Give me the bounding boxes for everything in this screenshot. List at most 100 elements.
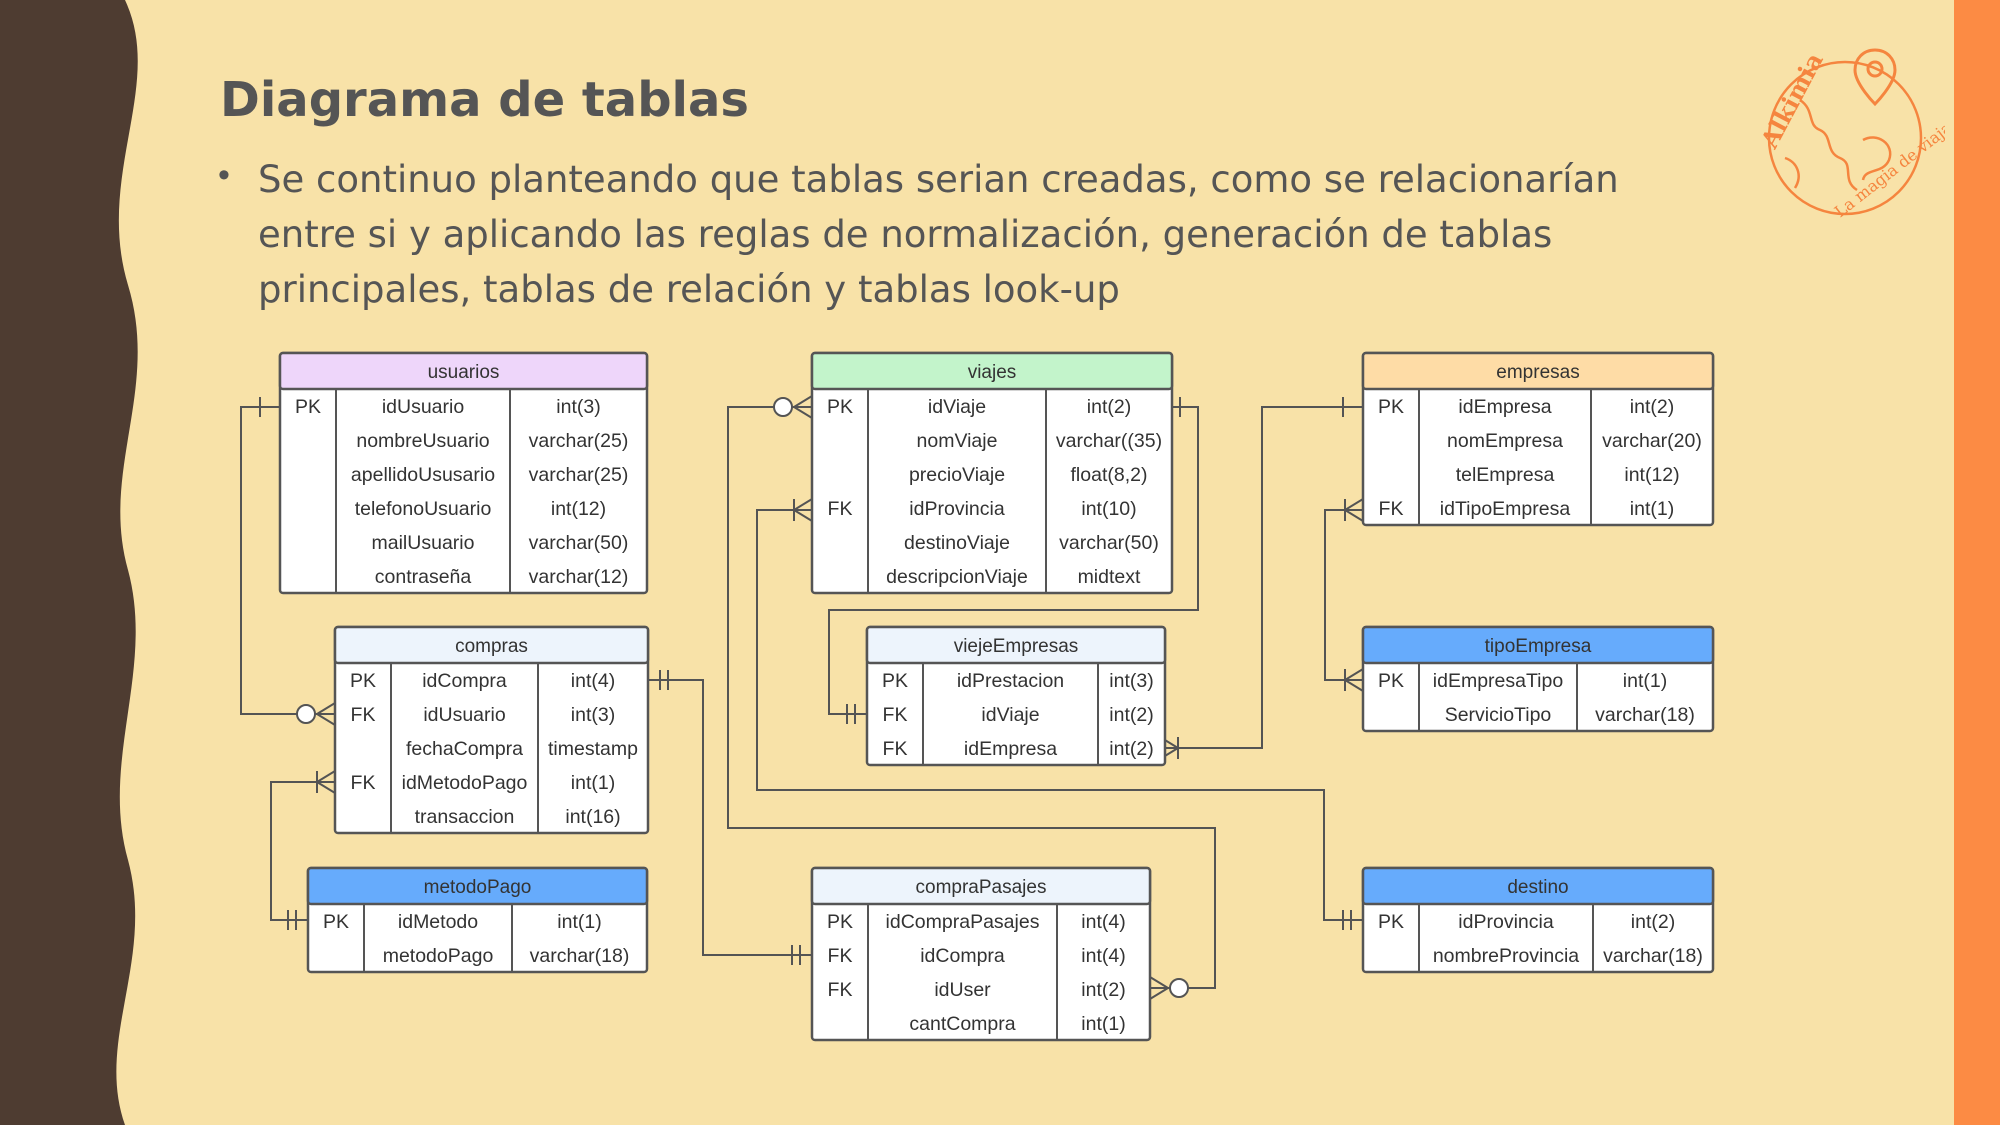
field-name-cell: idCompra xyxy=(422,670,507,692)
field-type-cell: int(2) xyxy=(1081,979,1125,1001)
field-name-cell: nombreProvincia xyxy=(1433,945,1579,967)
zero-many-marker xyxy=(773,395,813,419)
field-name-cell: ServicioTipo xyxy=(1445,704,1552,726)
zero-many-marker xyxy=(1149,976,1189,1000)
one-many-marker xyxy=(316,770,336,794)
table-title: tipoEmpresa xyxy=(1485,636,1592,657)
field-type-cell: varchar(18) xyxy=(530,945,630,967)
field-type-cell: int(2) xyxy=(1109,704,1153,726)
key-cell: PK xyxy=(827,911,853,933)
table-title: metodoPago xyxy=(424,877,532,898)
table-title: compraPasajes xyxy=(916,877,1047,898)
map-pin-icon xyxy=(1853,48,1897,107)
table-header xyxy=(333,625,650,665)
field-type-cell: int(1) xyxy=(557,911,601,933)
field-type-cell: int(1) xyxy=(1623,670,1667,692)
field-name-cell: telefonoUsuario xyxy=(355,498,492,520)
field-type-cell: varchar(25) xyxy=(529,464,629,486)
key-cell: PK xyxy=(323,911,349,933)
table-title: viejeEmpresas xyxy=(954,636,1079,657)
key-cell: FK xyxy=(883,738,908,760)
key-cell: FK xyxy=(828,945,853,967)
field-name-cell: idProvincia xyxy=(1458,911,1554,933)
field-name-cell: contraseña xyxy=(375,566,472,588)
field-name-cell: idProvincia xyxy=(909,498,1005,520)
field-type-cell: int(2) xyxy=(1630,396,1674,418)
key-cell: FK xyxy=(351,704,376,726)
table-title: compras xyxy=(455,636,528,657)
field-type-cell: int(12) xyxy=(551,498,606,520)
table-header xyxy=(865,625,1167,665)
field-name-cell: fechaCompra xyxy=(406,738,523,760)
zero-many-marker xyxy=(296,702,336,726)
one-only-marker xyxy=(1342,910,1352,930)
relationship-empresas-viejeempresas xyxy=(1160,406,1363,749)
key-cell: FK xyxy=(828,979,853,1001)
field-name-cell: telEmpresa xyxy=(1456,464,1555,486)
field-name-cell: idEmpresa xyxy=(1458,396,1551,418)
key-cell: FK xyxy=(351,772,376,794)
relationship-lines xyxy=(240,395,1364,1000)
relationship-tipoempresa-empresas xyxy=(1324,509,1363,681)
brand-logo: Alkimia La magia de viajar xyxy=(1754,48,1945,221)
bullet-dot-icon: • xyxy=(218,156,230,194)
field-name-cell: idPrestacion xyxy=(957,670,1064,692)
field-type-cell: varchar(50) xyxy=(1059,532,1159,554)
field-type-cell: int(2) xyxy=(1087,396,1131,418)
field-type-cell: int(1) xyxy=(1630,498,1674,520)
relationship-comprapasajes-viajes xyxy=(727,406,1216,989)
field-type-cell: varchar(25) xyxy=(529,430,629,452)
field-name-cell: cantCompra xyxy=(909,1013,1015,1035)
field-name-cell: idUser xyxy=(934,979,991,1001)
field-name-cell: apellidoUsusario xyxy=(351,464,495,486)
bullet-text: Se continuo planteando que tablas serian… xyxy=(258,158,1619,311)
field-name-cell: idEmpresaTipo xyxy=(1433,670,1564,692)
table-header xyxy=(810,866,1152,906)
field-type-cell: timestamp xyxy=(548,738,638,760)
field-type-cell: int(2) xyxy=(1109,738,1153,760)
field-name-cell: nomViaje xyxy=(917,430,998,452)
field-type-cell: int(4) xyxy=(1081,911,1125,933)
field-type-cell: varchar(50) xyxy=(529,532,629,554)
field-name-cell: idUsuario xyxy=(423,704,506,726)
field-name-cell: idUsuario xyxy=(382,396,465,418)
field-name-cell: nomEmpresa xyxy=(1447,430,1563,452)
key-cell: PK xyxy=(882,670,908,692)
right-accent-band xyxy=(1954,0,2000,1125)
field-type-cell: varchar(18) xyxy=(1603,945,1703,967)
table-header xyxy=(278,351,649,391)
field-type-cell: int(1) xyxy=(1081,1013,1125,1035)
key-cell: FK xyxy=(883,704,908,726)
field-type-cell: int(4) xyxy=(571,670,615,692)
one-many-marker xyxy=(1344,498,1364,522)
one-only-marker xyxy=(791,945,801,965)
table-title: usuarios xyxy=(428,362,500,383)
field-name-cell: idViaje xyxy=(981,704,1039,726)
relationship-destino-viajes xyxy=(756,509,1363,921)
field-name-cell: idMetodo xyxy=(398,911,478,933)
table-header xyxy=(1361,625,1715,665)
relationship-viajes-viejeempresas xyxy=(828,406,1199,715)
table-header xyxy=(810,351,1174,391)
field-name-cell: precioViaje xyxy=(909,464,1005,486)
table-title: destino xyxy=(1507,877,1568,898)
field-type-cell: varchar(12) xyxy=(529,566,629,588)
key-cell: FK xyxy=(1379,498,1404,520)
slide-title: Diagrama de tablas xyxy=(220,72,749,128)
one-only-marker xyxy=(287,910,297,930)
key-cell: PK xyxy=(1378,670,1404,692)
key-cell: PK xyxy=(295,396,321,418)
key-cell: PK xyxy=(827,396,853,418)
field-name-cell: idTipoEmpresa xyxy=(1440,498,1571,520)
field-type-cell: varchar(20) xyxy=(1602,430,1702,452)
left-decorative-band xyxy=(0,0,138,1125)
key-cell: PK xyxy=(350,670,376,692)
field-type-cell: midtext xyxy=(1078,566,1141,588)
field-name-cell: destinoViaje xyxy=(904,532,1010,554)
field-type-cell: int(12) xyxy=(1624,464,1679,486)
